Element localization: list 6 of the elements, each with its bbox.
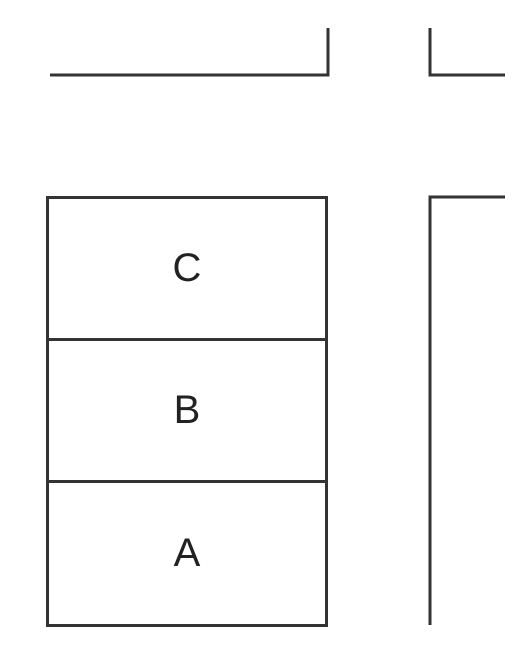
stack-box [46, 480, 328, 627]
stack-box [46, 338, 328, 483]
box-label: B [174, 388, 200, 433]
box-label: C [172, 246, 202, 291]
box-label: A [174, 531, 200, 576]
stack-box [46, 196, 328, 341]
